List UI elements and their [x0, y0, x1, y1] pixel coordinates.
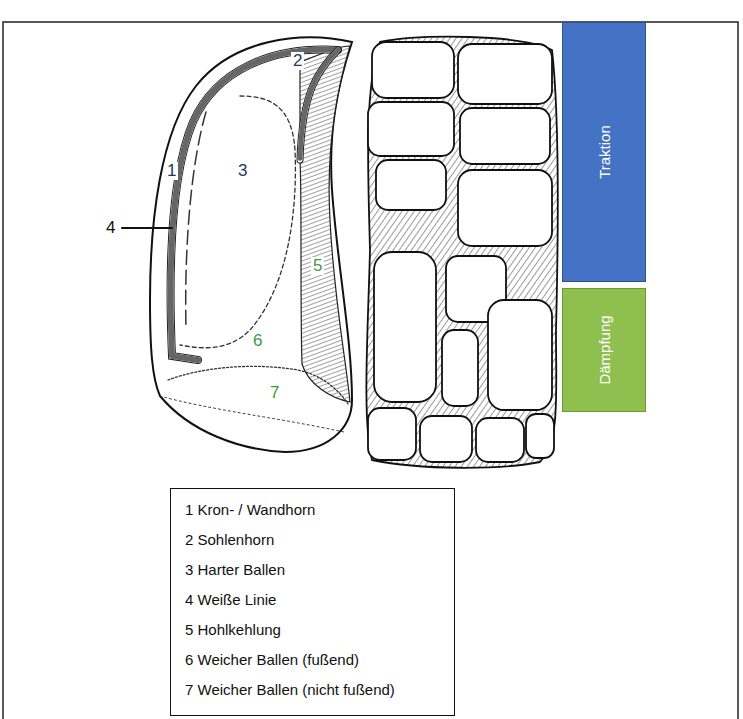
- claw-drawing: [122, 37, 352, 452]
- callout-number: 7: [268, 384, 281, 402]
- key-entry: 3 Harter Ballen: [185, 555, 440, 585]
- callout-number: 6: [251, 332, 264, 350]
- damping-band: Dämpfung: [562, 288, 646, 412]
- key-entry: 5 Hohlkehlung: [185, 615, 440, 645]
- key-entry: 6 Weicher Ballen (fußend): [185, 645, 440, 675]
- callout-number: 5: [311, 257, 324, 275]
- key-box: 1 Kron- / Wandhorn2 Sohlenhorn3 Harter B…: [170, 488, 455, 716]
- band-label: Dämpfung: [596, 315, 613, 384]
- key-entry: 4 Weiße Linie: [185, 585, 440, 615]
- callout-number: 2: [291, 52, 304, 70]
- callout-number: 3: [236, 162, 249, 180]
- leader-line: [122, 227, 172, 229]
- callout-number: 1: [165, 162, 178, 180]
- key-entry: 1 Kron- / Wandhorn: [185, 495, 440, 525]
- sole-drawing: [366, 37, 557, 468]
- key-entry: 7 Weicher Ballen (nicht fußend): [185, 675, 440, 705]
- callout-number: 4: [104, 219, 117, 237]
- groove-strip: [300, 46, 350, 402]
- outer-frame: [3, 22, 738, 719]
- traction-band: Traktion: [562, 22, 646, 282]
- band-label: Traktion: [596, 125, 613, 179]
- key-entry: 2 Sohlenhorn: [185, 525, 440, 555]
